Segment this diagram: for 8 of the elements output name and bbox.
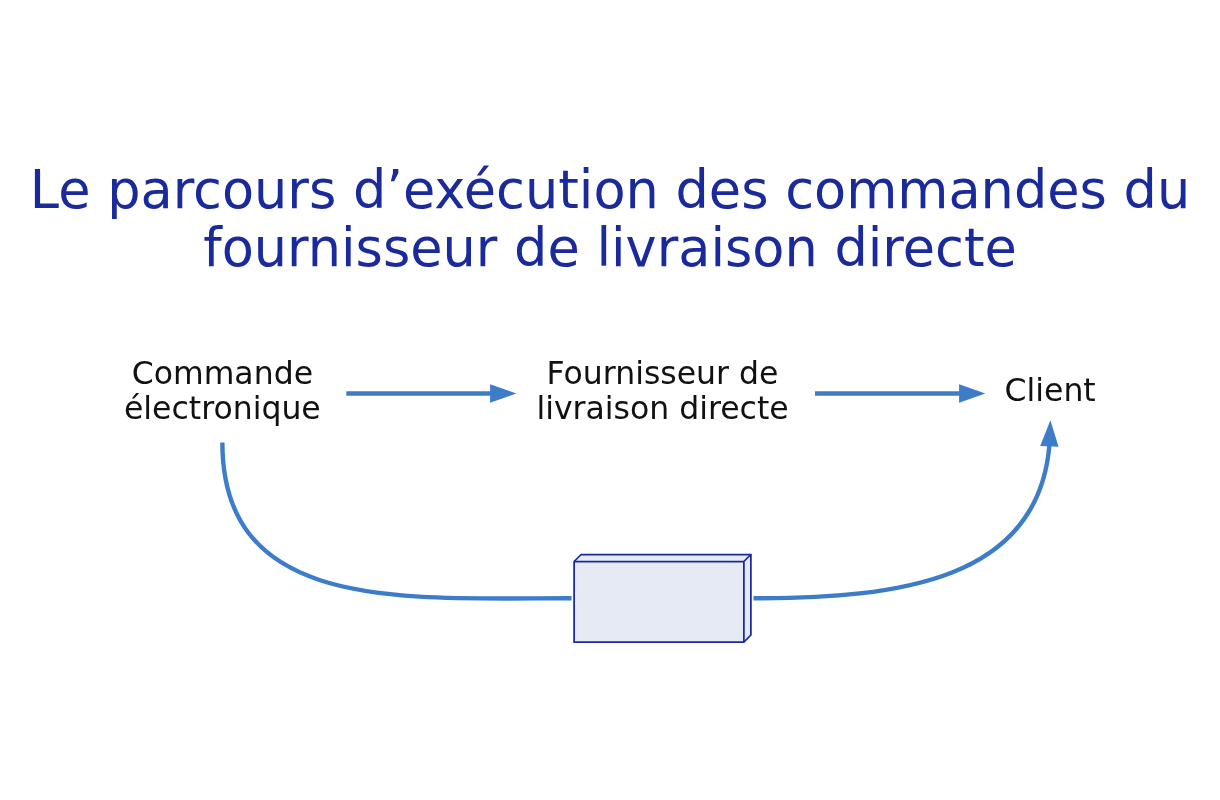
node-text: Commande électronique <box>123 354 321 426</box>
arrow <box>814 383 986 403</box>
node-text: Fournisseur de livraison directe <box>536 354 789 426</box>
arrow <box>753 419 1059 600</box>
diagram-title: Le parcours d’exécution des commandes du fournisseur de livraison directe <box>29 158 1191 278</box>
node-text: Client <box>1004 371 1096 408</box>
arrow <box>346 383 517 403</box>
connector <box>220 441 572 601</box>
